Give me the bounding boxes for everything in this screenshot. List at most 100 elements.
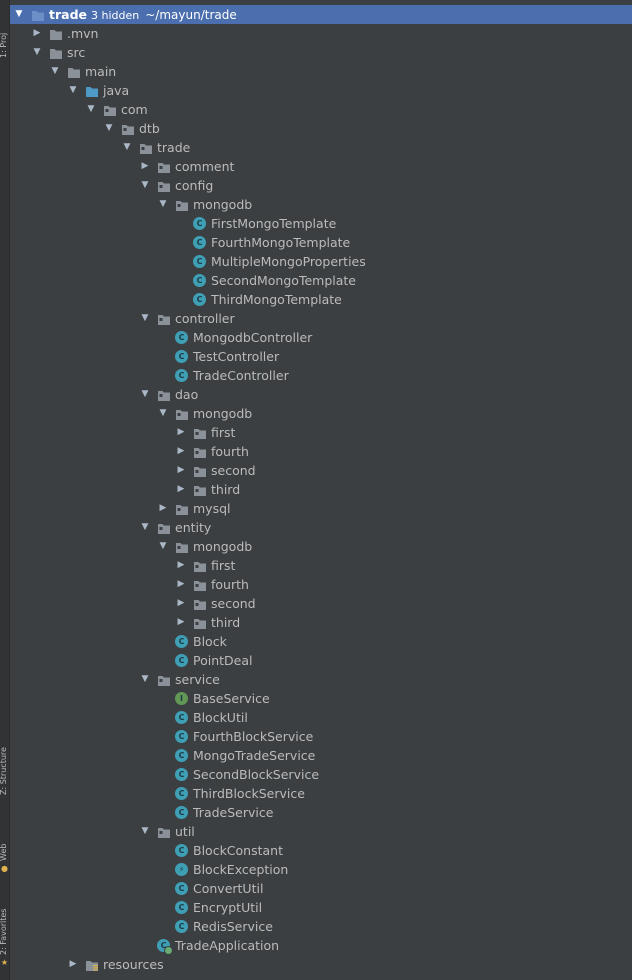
class-icon: C — [175, 882, 188, 895]
expand-arrow-down-icon[interactable]: ▼ — [87, 104, 95, 114]
exception-class-icon: ⚡ — [175, 863, 188, 876]
expand-arrow-down-icon[interactable]: ▼ — [141, 674, 149, 684]
tree-row-com[interactable]: ▼ com — [10, 100, 632, 119]
class-icon: C — [193, 274, 206, 287]
tree-row-resources[interactable]: ▶resources — [10, 955, 632, 974]
tree-row-fourth[interactable]: ▶fourth — [10, 575, 632, 594]
tree-node-label: BlockException — [193, 862, 289, 877]
project-tool-tab[interactable]: 1: Proj — [0, 32, 8, 58]
collapse-arrow-right-icon[interactable]: ▶ — [177, 598, 185, 608]
tree-row-mysql[interactable]: ▶mysql — [10, 499, 632, 518]
expand-arrow-down-icon[interactable]: ▼ — [123, 142, 131, 152]
tree-row-second[interactable]: ▶second — [10, 594, 632, 613]
collapse-arrow-right-icon[interactable]: ▶ — [177, 484, 185, 494]
tree-node-label: config — [175, 178, 214, 193]
collapse-arrow-right-icon[interactable]: ▶ — [177, 579, 185, 589]
tree-row-main[interactable]: ▼main — [10, 62, 632, 81]
tree-row-src[interactable]: ▼src — [10, 43, 632, 62]
package-icon — [157, 160, 171, 173]
collapse-arrow-right-icon[interactable]: ▶ — [69, 959, 77, 969]
tree-row-second[interactable]: ▶second — [10, 461, 632, 480]
expand-arrow-down-icon[interactable]: ▼ — [141, 313, 149, 323]
class-icon: C — [175, 654, 188, 667]
collapse-arrow-right-icon[interactable]: ▶ — [177, 446, 185, 456]
collapse-arrow-right-icon[interactable]: ▶ — [177, 427, 185, 437]
favorites-tool-tab[interactable]: 2: Favorites — [0, 908, 8, 955]
expand-arrow-down-icon[interactable]: ▼ — [159, 199, 167, 209]
collapse-arrow-right-icon[interactable]: ▶ — [33, 28, 41, 38]
collapse-arrow-right-icon[interactable]: ▶ — [177, 465, 185, 475]
tree-node-label: third — [211, 615, 241, 630]
expand-arrow-down-icon[interactable]: ▼ — [159, 541, 167, 551]
expand-arrow-down-icon[interactable]: ▼ — [51, 66, 59, 76]
tree-row-blockexception[interactable]: ⚡ BlockException — [10, 860, 632, 879]
tree-row-controller[interactable]: ▼controller — [10, 309, 632, 328]
expand-arrow-down-icon[interactable]: ▼ — [15, 9, 23, 19]
expand-arrow-down-icon[interactable]: ▼ — [141, 389, 149, 399]
expand-arrow-down-icon[interactable]: ▼ — [105, 123, 113, 133]
expand-arrow-down-icon[interactable]: ▼ — [141, 180, 149, 190]
tree-row-mongodb[interactable]: ▼mongodb — [10, 195, 632, 214]
class-icon: C — [175, 749, 188, 762]
tree-row-third[interactable]: ▶third — [10, 480, 632, 499]
class-icon: C — [193, 217, 206, 230]
tree-row-third[interactable]: ▶ third — [10, 613, 632, 632]
tree-row-trade[interactable]: ▼ trade — [10, 138, 632, 157]
expand-arrow-down-icon[interactable]: ▼ — [141, 522, 149, 532]
tree-row-dao[interactable]: ▼dao — [10, 385, 632, 404]
tree-row-java[interactable]: ▼java — [10, 81, 632, 100]
tree-row-first[interactable]: ▶first — [10, 423, 632, 442]
tree-node-label: ThirdMongoTemplate — [211, 292, 342, 307]
tree-row-first[interactable]: ▶first — [10, 556, 632, 575]
collapse-arrow-right-icon[interactable]: ▶ — [177, 560, 185, 570]
tree-row-service[interactable]: ▼service — [10, 670, 632, 689]
tree-row-fourth[interactable]: ▶fourth — [10, 442, 632, 461]
expand-arrow-down-icon[interactable]: ▼ — [141, 826, 149, 836]
tree-row-mongodb[interactable]: ▼mongodb — [10, 404, 632, 423]
expand-arrow-down-icon[interactable]: ▼ — [33, 47, 41, 57]
tree-row-entity[interactable]: ▼entity — [10, 518, 632, 537]
expand-arrow-down-icon[interactable]: ▼ — [69, 85, 77, 95]
tree-row-comment[interactable]: ▶comment — [10, 157, 632, 176]
tree-row-config[interactable]: ▼ config — [10, 176, 632, 195]
tree-node-label: com — [121, 102, 148, 117]
class-icon: C — [175, 350, 188, 363]
tree-row-mongodb[interactable]: ▼mongodb — [10, 537, 632, 556]
tree-row-util[interactable]: ▼util — [10, 822, 632, 841]
tree-row-dtb[interactable]: ▼dtb — [10, 119, 632, 138]
collapse-arrow-right-icon[interactable]: ▶ — [177, 617, 185, 627]
tree-node-label: trade — [157, 140, 191, 155]
structure-tool-tab[interactable]: Z: Structure — [0, 747, 8, 795]
collapse-arrow-right-icon[interactable]: ▶ — [159, 503, 167, 513]
collapse-arrow-right-icon[interactable]: ▶ — [141, 161, 149, 171]
expand-arrow-down-icon[interactable]: ▼ — [159, 408, 167, 418]
tree-row-.mvn[interactable]: ▶.mvn — [10, 24, 632, 43]
package-icon — [157, 673, 171, 686]
web-tool-tab[interactable]: Web — [0, 843, 8, 861]
tree-node-label: BlockUtil — [193, 710, 248, 725]
